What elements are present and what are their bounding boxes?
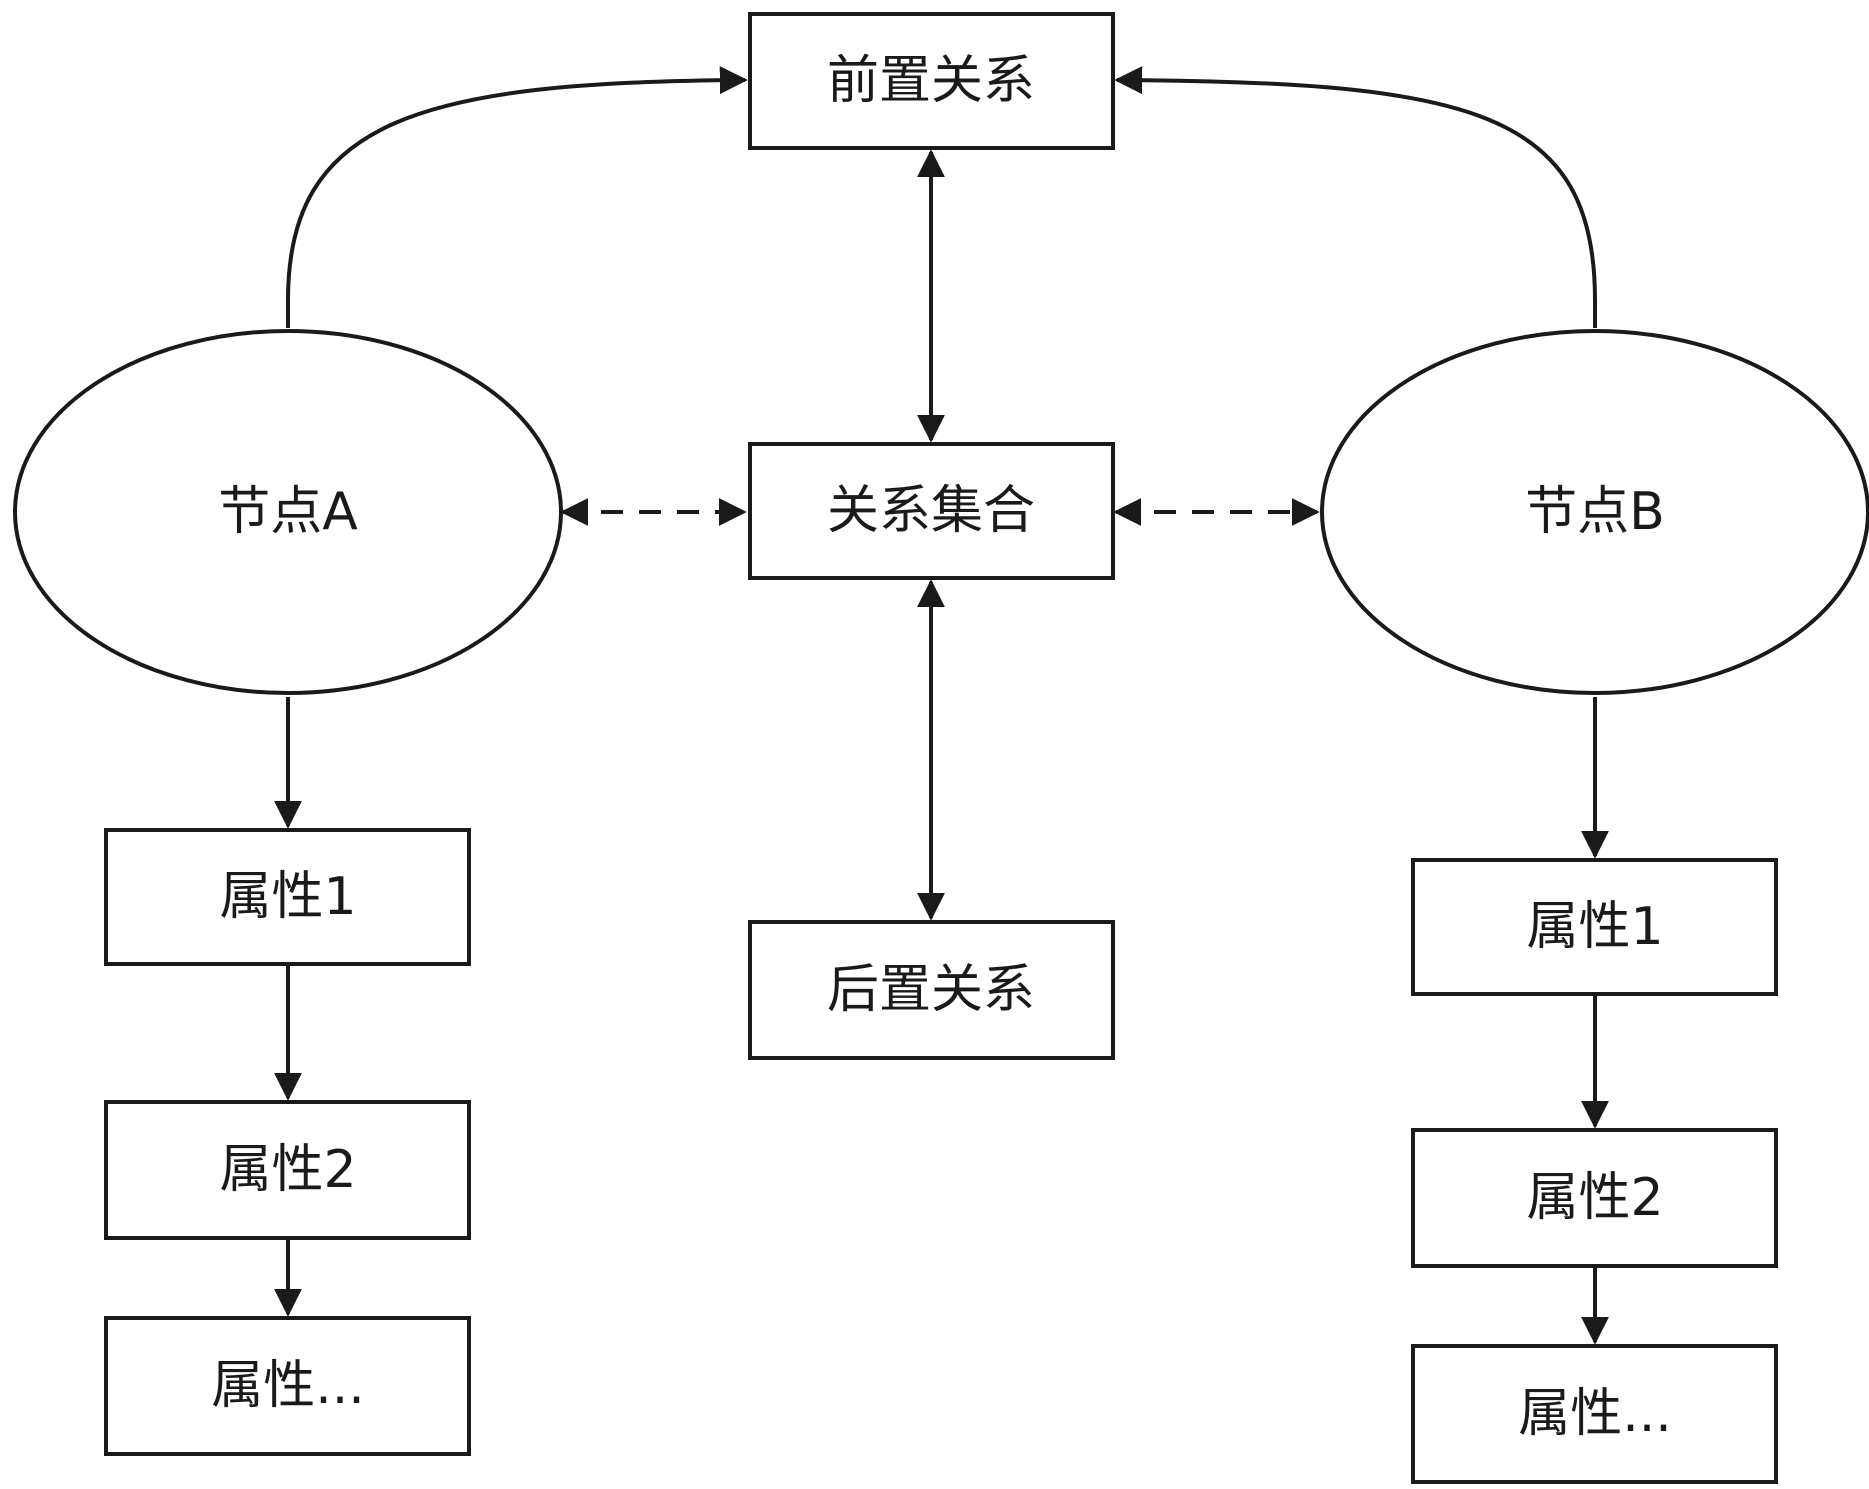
node-b-attr1-label: 属性1	[1526, 897, 1663, 957]
node-a-attr2-label: 属性2	[219, 1140, 356, 1200]
node-b-label: 节点B	[1525, 482, 1665, 542]
pre-relation-label: 前置关系	[827, 51, 1035, 111]
node-a-attr1-label: 属性1	[219, 867, 356, 927]
post-relation-label: 后置关系	[827, 960, 1035, 1020]
node-a-attr-more-label: 属性...	[211, 1356, 365, 1416]
node-a-label: 节点A	[218, 482, 358, 542]
edge-node-b-to-pre-relation	[1117, 80, 1595, 328]
node-b-attr-more-label: 属性...	[1518, 1384, 1672, 1444]
edge-node-a-to-pre-relation	[288, 80, 745, 328]
node-b-attr2-label: 属性2	[1526, 1168, 1663, 1228]
relation-set-label: 关系集合	[827, 481, 1035, 541]
